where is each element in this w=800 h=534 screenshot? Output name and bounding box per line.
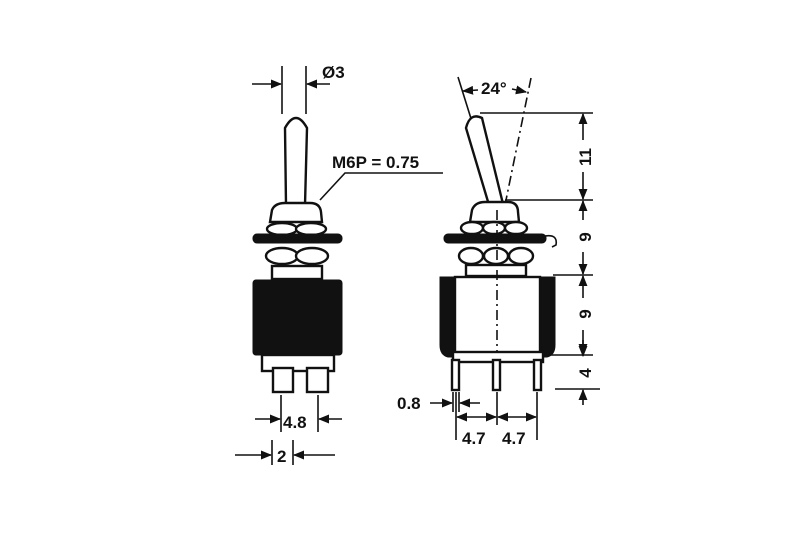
front-view: Ø3 M6P = 0.75 4.8 — [235, 63, 443, 466]
locking-tab — [544, 234, 558, 248]
body-frame-right — [539, 276, 556, 358]
nut-lower — [294, 246, 330, 266]
lever-tilted — [464, 115, 505, 207]
nut-lower — [264, 246, 300, 266]
height-dimensions: 11 9 9 4 — [480, 112, 600, 405]
nut-lower — [507, 246, 535, 266]
pin-spacing-dimension: 4.8 — [255, 395, 342, 432]
bushing-cap — [268, 201, 324, 224]
neck — [464, 263, 528, 278]
diameter-label: Ø3 — [322, 63, 345, 82]
nut-upper — [294, 221, 328, 237]
terminal-thickness-label: 0.8 — [397, 394, 421, 413]
lever — [283, 116, 309, 207]
nut-lower — [482, 246, 510, 266]
pin-pitch-left-label: 4.7 — [462, 429, 486, 448]
bushing-height-label: 9 — [576, 232, 595, 241]
nut-lower — [457, 246, 485, 266]
bushing-cap — [468, 200, 521, 224]
pin-pitch-dimension: 4.7 4.7 — [455, 392, 538, 448]
body-frame-left — [439, 276, 456, 358]
terminal — [450, 358, 461, 392]
thread-callout: M6P = 0.75 — [319, 153, 443, 201]
neck — [270, 264, 324, 281]
nut-upper — [459, 220, 485, 236]
flange — [252, 233, 343, 244]
nut-upper — [265, 221, 299, 237]
terminal-length-label: 4 — [576, 368, 595, 378]
nut-upper — [503, 220, 529, 236]
terminal-thickness-dimension: 0.8 — [397, 392, 480, 413]
angle-label: 24° — [481, 79, 507, 98]
pin-pitch-right-label: 4.7 — [502, 429, 526, 448]
pin-width-dimension: 2 — [235, 440, 335, 466]
side-view: 24° — [397, 76, 600, 448]
nut-upper — [481, 220, 507, 236]
switch-body — [252, 279, 343, 356]
pin-spacing-label: 4.8 — [283, 413, 307, 432]
thread-label: M6P = 0.75 — [332, 153, 419, 172]
diameter-dimension: Ø3 — [252, 63, 345, 114]
terminal — [271, 366, 295, 394]
flange — [443, 233, 547, 244]
pin-width-label: 2 — [277, 447, 286, 466]
terminal — [491, 358, 502, 392]
lever-height-label: 11 — [576, 148, 595, 166]
terminal — [305, 366, 330, 394]
terminal — [532, 358, 543, 392]
body-height-label: 9 — [576, 309, 595, 318]
